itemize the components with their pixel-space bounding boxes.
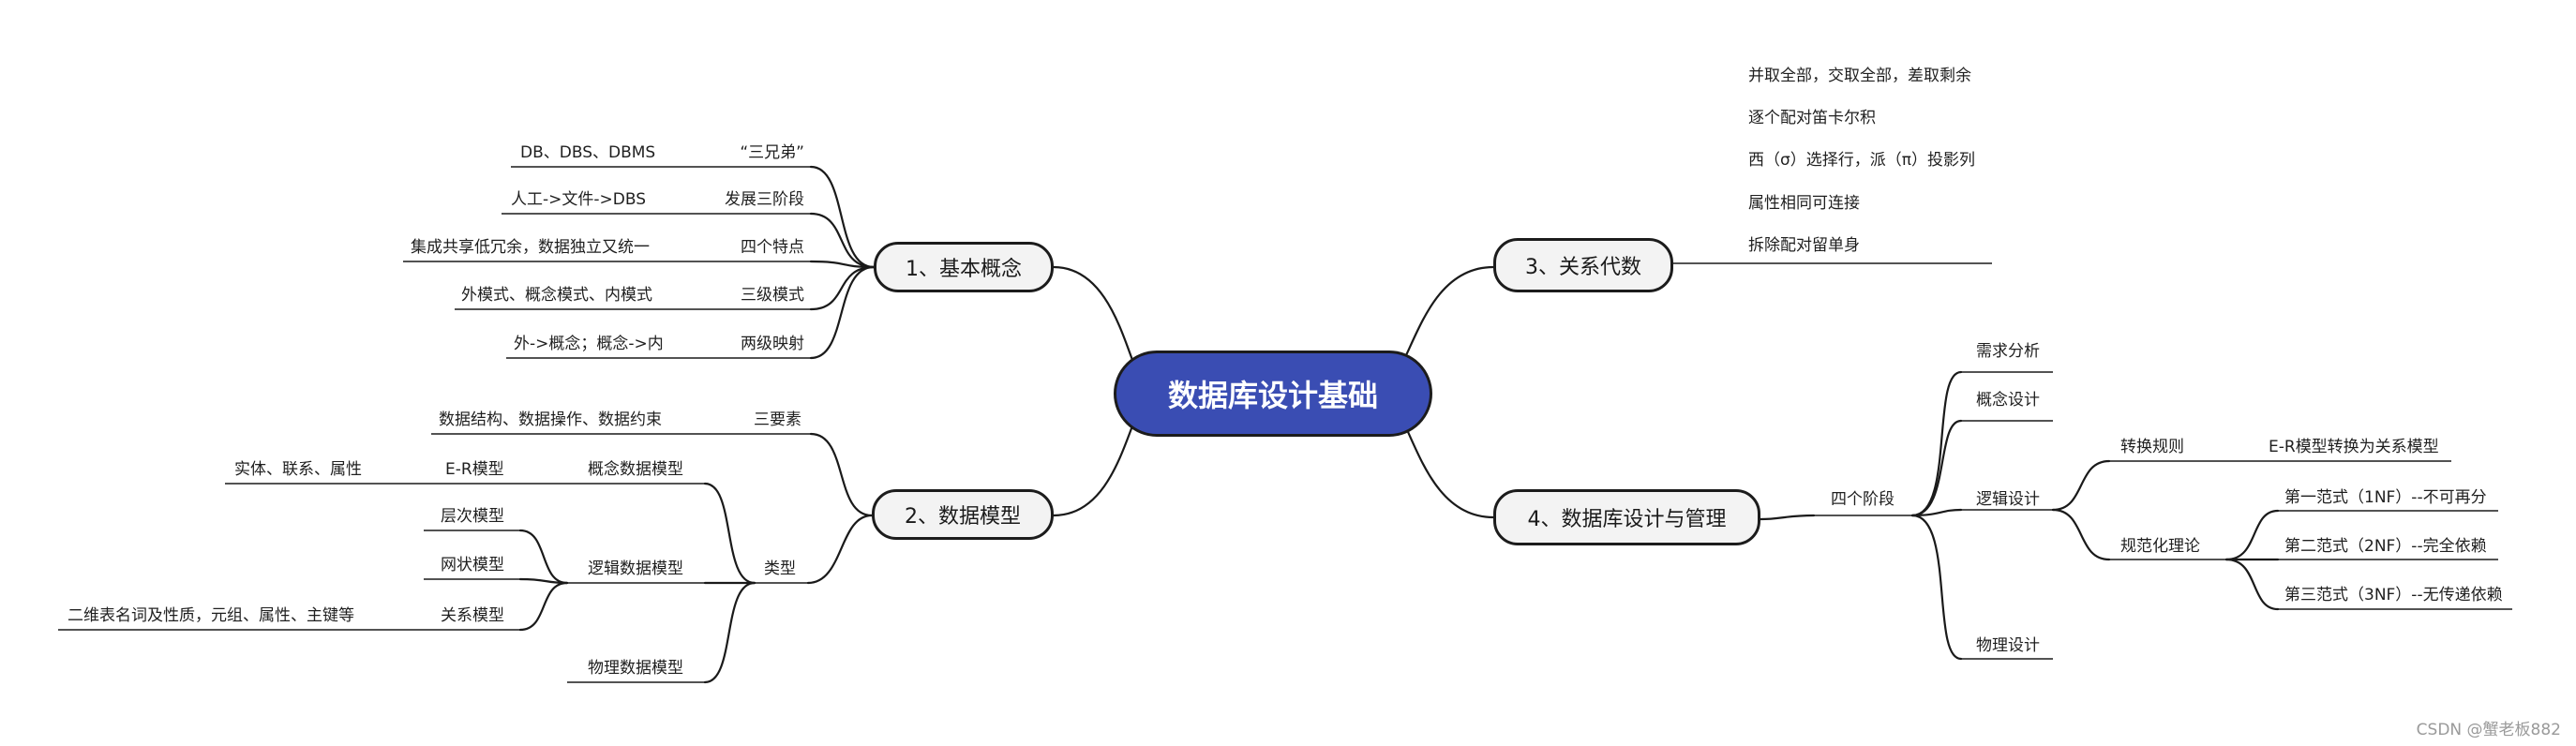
edge-model-three [809,432,874,517]
algebra-note-2[interactable]: 逐个配对笛卡尔积 [1748,109,1876,127]
design-conversion-detail[interactable]: E-R模型转换为关系模型 [2269,438,2439,456]
basic-key-5[interactable]: 两级映射 [741,335,804,353]
model-relational[interactable]: 关系模型 [441,606,504,625]
model-relational-detail[interactable]: 二维表名词及性质，元组、属性、主键等 [67,606,354,625]
model-hierarchical[interactable]: 层次模型 [441,507,504,526]
algebra-note-4[interactable]: 属性相同可连接 [1748,194,1860,213]
edge-design-stages [1759,514,1816,521]
basic-key-2[interactable]: 发展三阶段 [725,190,804,209]
watermark: CSDN @蟹老板882 [2416,721,2561,739]
model-three-elements-detail[interactable]: 数据结构、数据操作、数据约束 [439,410,662,429]
edge-basic-item1 [809,165,876,269]
topic-db-design[interactable]: 4、数据库设计与管理 [1493,489,1760,545]
basic-value-5[interactable]: 外->概念；概念->内 [514,335,664,353]
model-er-detail[interactable]: 实体、联系、属性 [234,460,362,479]
design-stages[interactable]: 四个阶段 [1831,490,1895,509]
basic-key-4[interactable]: 三级模式 [741,286,804,305]
basic-value-3[interactable]: 集成共享低冗余，数据独立又统一 [411,238,650,257]
topic-data-model[interactable]: 2、数据模型 [872,489,1054,540]
basic-value-1[interactable]: DB、DBS、DBMS [520,143,656,162]
edge-types-physical [703,581,756,684]
edge-basic-item3 [809,260,876,269]
model-network[interactable]: 网状模型 [441,556,504,574]
design-normalization[interactable]: 规范化理论 [2120,537,2200,556]
edge-stage-logical [1910,508,1963,517]
model-three-elements[interactable]: 三要素 [754,410,801,429]
edge-stage-req [1910,370,1963,517]
algebra-note-3[interactable]: 西（σ）选择行，派（π）投影列 [1748,151,1976,170]
topic-relational-algebra[interactable]: 3、关系代数 [1493,238,1673,292]
edge-basic-item4 [809,265,876,311]
design-1nf[interactable]: 第一范式（1NF）--不可再分 [2284,488,2487,507]
design-requirement[interactable]: 需求分析 [1976,342,2040,361]
edge-logical-norm [2051,508,2111,561]
model-logical[interactable]: 逻辑数据模型 [588,560,683,578]
edge-stage-concept [1910,419,1963,517]
algebra-note-5[interactable]: 拆除配对留单身 [1748,236,1860,255]
design-conversion[interactable]: 转换规则 [2120,438,2184,456]
model-physical[interactable]: 物理数据模型 [588,659,683,678]
basic-value-2[interactable]: 人工->文件->DBS [511,190,647,209]
algebra-note-1[interactable]: 并取全部，交取全部，差取剩余 [1748,67,1971,85]
central-topic[interactable]: 数据库设计基础 [1114,351,1432,437]
edge-basic-item2 [809,212,876,269]
edge-model-types [806,514,874,585]
design-2nf[interactable]: 第二范式（2NF）--完全依赖 [2284,537,2487,556]
basic-value-4[interactable]: 外模式、概念模式、内模式 [461,286,652,305]
model-types[interactable]: 类型 [764,560,796,578]
design-physical[interactable]: 物理设计 [1976,636,2040,655]
basic-key-1[interactable]: “三兄弟” [740,143,804,162]
basic-key-3[interactable]: 四个特点 [741,238,804,257]
edge-basic-item5 [809,265,876,360]
edge-logical-rel [518,581,569,632]
edge-logical-conv [2051,459,2111,512]
model-er[interactable]: E-R模型 [445,460,504,479]
edge-logical-hier [518,529,569,585]
model-conceptual[interactable]: 概念数据模型 [588,460,683,479]
edge-types-conceptual [703,482,756,585]
edge-norm-3nf [2224,558,2280,611]
design-3nf[interactable]: 第三范式（3NF）--无传递依赖 [2284,586,2503,604]
edge-stage-physical [1910,514,1963,661]
design-conceptual[interactable]: 概念设计 [1976,391,2040,410]
edge-norm-1nf [2224,509,2280,561]
topic-basic-concepts[interactable]: 1、基本概念 [874,242,1054,292]
design-logical[interactable]: 逻辑设计 [1976,490,2040,509]
